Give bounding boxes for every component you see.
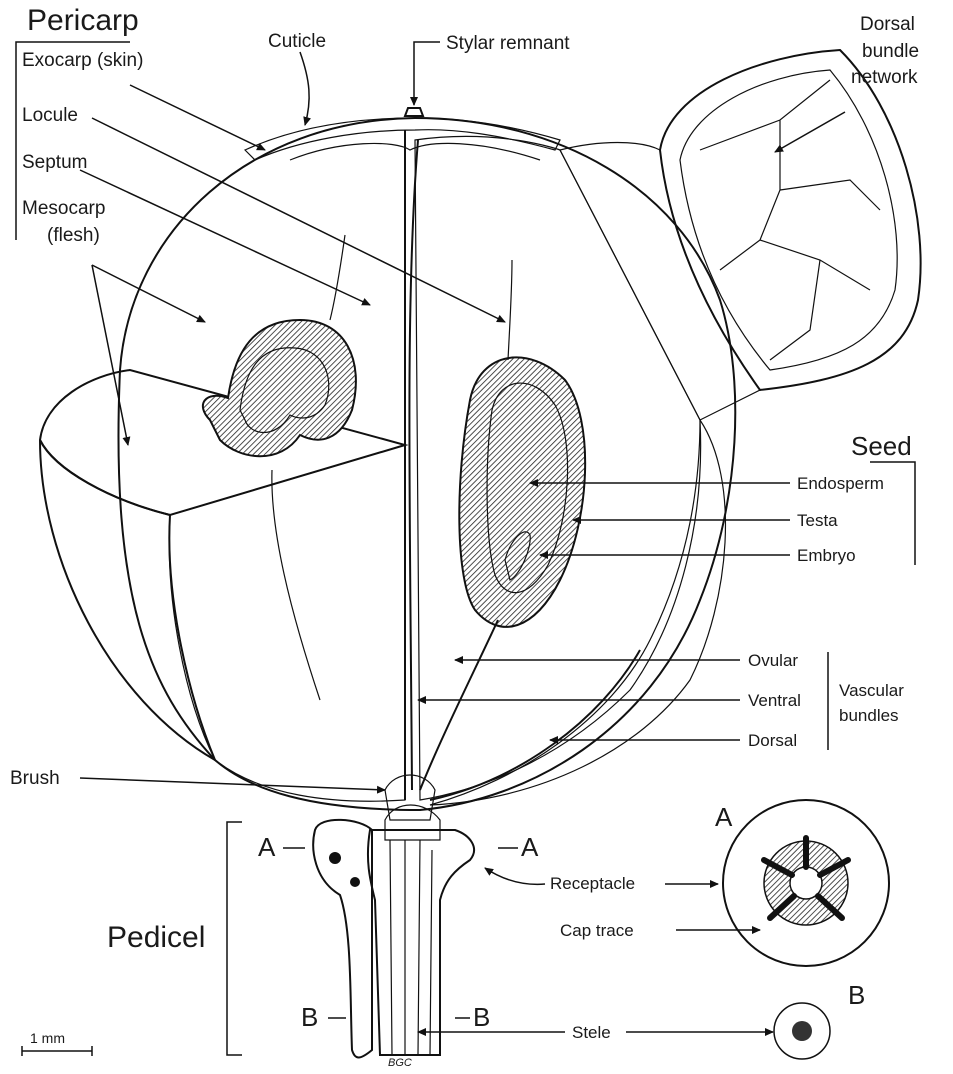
- left-bundle-lower: [272, 470, 320, 700]
- pedicel-dot-1: [329, 852, 341, 864]
- label-endosperm: Endosperm: [797, 474, 884, 493]
- label-mesocarp-2: (flesh): [47, 225, 100, 246]
- leader-mesocarp-2: [92, 265, 128, 445]
- label-exocarp: Exocarp (skin): [22, 50, 143, 71]
- label-inset-a: A: [715, 802, 733, 832]
- label-dorsal-network-2: bundle: [862, 41, 919, 62]
- left-bundle: [330, 235, 345, 320]
- inset-a: [723, 800, 889, 966]
- label-section-b-left: B: [301, 1002, 318, 1032]
- ventral-bundle: [409, 140, 418, 790]
- label-dorsal: Dorsal: [748, 731, 797, 750]
- pedicel: [313, 805, 474, 1058]
- leader-stylar: [414, 42, 440, 105]
- label-cap-trace: Cap trace: [560, 921, 634, 940]
- label-brush: Brush: [10, 768, 60, 789]
- label-brc: BGC: [388, 1057, 412, 1069]
- label-ventral: Ventral: [748, 691, 801, 710]
- leader-exocarp: [130, 85, 265, 150]
- flap-side: [560, 143, 760, 421]
- pedicel-dot-2: [350, 877, 360, 887]
- label-pericarp: Pericarp: [27, 4, 139, 37]
- label-embryo: Embryo: [797, 546, 856, 565]
- label-section-b-right: B: [473, 1002, 490, 1032]
- label-septum: Septum: [22, 152, 87, 173]
- pedicel-outline: [313, 820, 372, 1058]
- inset-b-core: [792, 1021, 812, 1041]
- seed-left: [203, 320, 356, 456]
- label-section-a-left: A: [258, 832, 276, 862]
- leader-mesocarp-1: [92, 265, 205, 322]
- leader-dorsal-net: [775, 112, 845, 152]
- label-receptacle: Receptacle: [550, 874, 635, 893]
- label-section-a-right: A: [521, 832, 539, 862]
- network-veins: [700, 80, 880, 360]
- mesocarp-block-side: [40, 440, 215, 760]
- leader-locule: [92, 118, 505, 322]
- stylar-remnant: [405, 108, 423, 116]
- label-dorsal-network-3: network: [851, 67, 918, 88]
- label-mesocarp-1: Mesocarp: [22, 198, 105, 219]
- label-locule: Locule: [22, 105, 78, 126]
- label-pedicel: Pedicel: [107, 921, 205, 954]
- label-dorsal-network-1: Dorsal: [860, 14, 915, 35]
- scale-bar: [22, 1046, 92, 1056]
- leader-cuticle: [300, 52, 309, 125]
- flap-outline: [660, 50, 921, 390]
- label-scale: 1 mm: [30, 1030, 65, 1046]
- label-inset-b: B: [848, 980, 865, 1010]
- label-vascular-1: Vascular: [839, 681, 904, 700]
- label-cuticle: Cuticle: [268, 31, 326, 52]
- flap-inner: [680, 70, 897, 370]
- pedicel-stem: [368, 830, 474, 1055]
- ovular-bundle: [420, 620, 498, 790]
- ovular-bundle-up: [508, 260, 512, 360]
- label-vascular-2: bundles: [839, 706, 899, 725]
- label-stylar-remnant: Stylar remnant: [446, 33, 570, 54]
- label-seed: Seed: [851, 431, 912, 461]
- berry-outline: [118, 118, 735, 810]
- stele-lines: [390, 840, 432, 1055]
- berry-body: [40, 108, 735, 820]
- brush: [385, 775, 435, 820]
- leader-septum: [80, 170, 370, 305]
- leader-receptacle: [485, 868, 545, 884]
- label-stele: Stele: [572, 1023, 611, 1042]
- pedicel-bracket: [227, 822, 242, 1055]
- label-testa: Testa: [797, 511, 838, 530]
- inset-b: [774, 1003, 830, 1059]
- dorsal-network-flap: [560, 50, 921, 420]
- label-ovular: Ovular: [748, 651, 798, 670]
- leader-brush: [80, 778, 385, 790]
